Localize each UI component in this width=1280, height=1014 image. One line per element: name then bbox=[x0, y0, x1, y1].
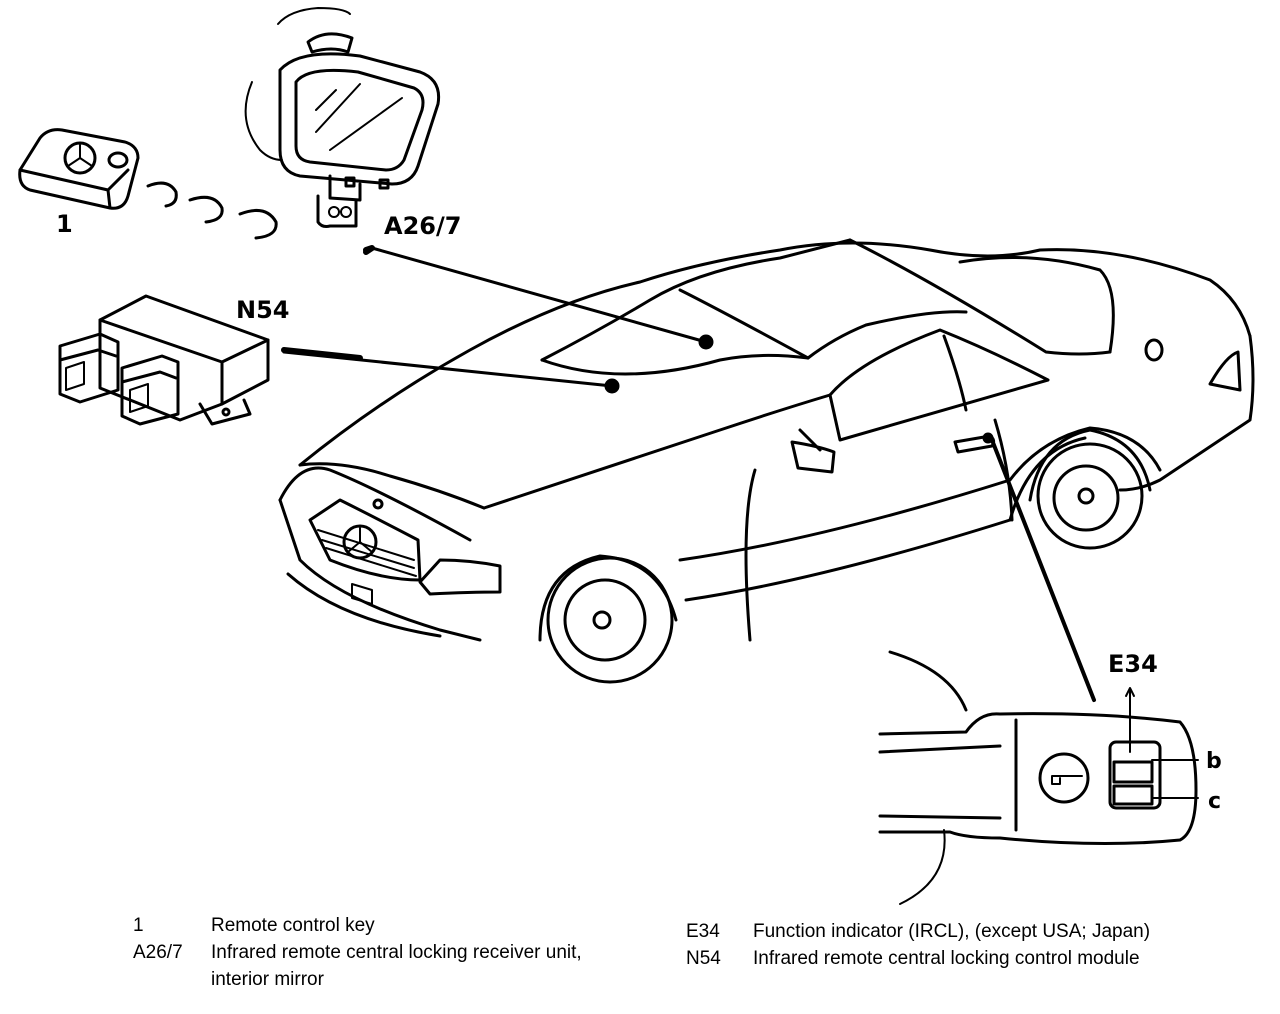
car-drawing bbox=[278, 238, 1255, 684]
callout-detail-b: b bbox=[1206, 749, 1222, 774]
callout-function-indicator: E34 bbox=[1108, 650, 1158, 678]
legend-item-receiver: A26/7 Infrared remote central locking re… bbox=[133, 939, 673, 966]
legend-item-function-indicator: E34 Function indicator (IRCL), (except U… bbox=[686, 918, 1266, 945]
legend-right: E34 Function indicator (IRCL), (except U… bbox=[686, 918, 1266, 972]
legend-description: Function indicator (IRCL), (except USA; … bbox=[753, 921, 1151, 942]
leader-lines bbox=[281, 245, 1096, 702]
legend-code: E34 bbox=[686, 921, 720, 942]
legend-description: Infrared remote central locking control … bbox=[753, 948, 1140, 969]
legend-code: N54 bbox=[686, 948, 721, 969]
legend-item-remote-key: 1 Remote control key bbox=[133, 912, 673, 939]
legend-description: Infrared remote central locking receiver… bbox=[211, 942, 582, 963]
legend-left: 1 Remote control key A26/7 Infrared remo… bbox=[133, 912, 673, 993]
interior-mirror-drawing bbox=[244, 7, 441, 228]
door-handle-detail-drawing bbox=[878, 650, 1199, 905]
callout-remote-key: 1 bbox=[56, 210, 73, 238]
legend-description: Remote control key bbox=[211, 915, 375, 936]
callout-control-module: N54 bbox=[236, 296, 289, 324]
control-module-drawing bbox=[58, 294, 270, 426]
legend-description: interior mirror bbox=[211, 969, 324, 990]
callout-detail-c: c bbox=[1208, 789, 1221, 814]
legend-code: 1 bbox=[133, 915, 144, 936]
callout-receiver: A26/7 bbox=[384, 212, 461, 240]
legend-item-receiver-cont: interior mirror bbox=[133, 966, 673, 993]
legend-code: A26/7 bbox=[133, 942, 183, 963]
remote-key-drawing bbox=[18, 128, 278, 240]
legend-item-control-module: N54 Infrared remote central locking cont… bbox=[686, 945, 1266, 972]
